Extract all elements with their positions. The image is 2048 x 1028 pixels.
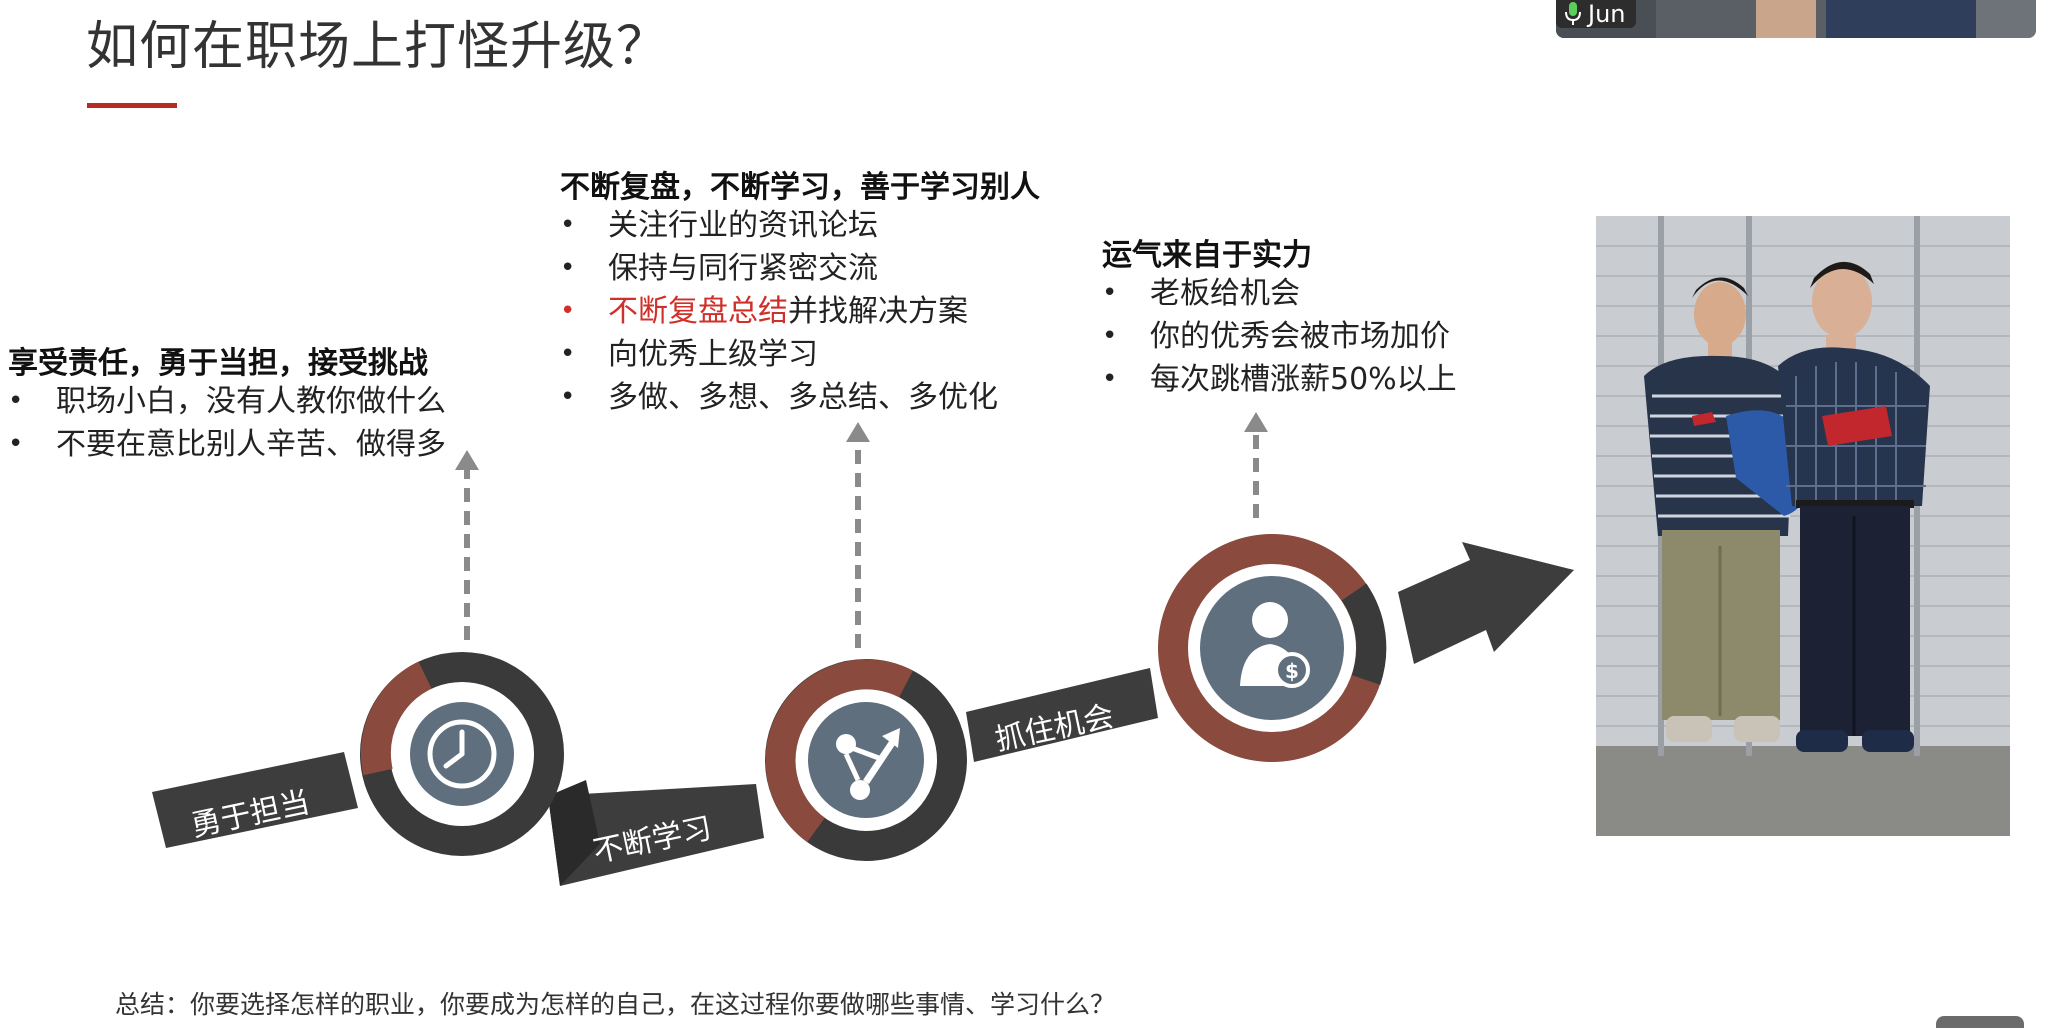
photo-illustration: [1596, 216, 2010, 836]
dashed-arrow-2: [846, 422, 870, 648]
path-segment-1: [152, 752, 358, 848]
slide-title: 如何在职场上打怪升级？: [86, 17, 670, 77]
participant-video-tile[interactable]: Jun: [1556, 0, 2036, 38]
section1-heading: 享受责任，勇于当担，接受挑战: [8, 346, 428, 381]
list-item: 关注行业的资讯论坛: [560, 204, 998, 247]
list-item: 保持与同行紧密交流: [560, 247, 998, 290]
list-item: 老板给机会: [1102, 272, 1457, 315]
dashed-arrow-3: [1244, 412, 1268, 518]
title-underline: [87, 103, 177, 108]
participant-video-feed: [1556, 0, 2036, 38]
highlight-rest-text: 并找解决方案: [788, 294, 968, 329]
list-item: 不要在意比别人辛苦、做得多: [8, 423, 446, 466]
step2-circle: [765, 659, 967, 861]
list-item: 你的优秀会被市场加价: [1102, 315, 1457, 358]
list-item-highlighted: 不断复盘总结并找解决方案: [560, 290, 998, 333]
highlight-red-text: 不断复盘总结: [608, 294, 788, 329]
list-item: 每次跳槽涨薪50%以上: [1102, 358, 1457, 401]
microphone-icon: [1565, 2, 1581, 25]
section2-bullets: 关注行业的资讯论坛 保持与同行紧密交流 不断复盘总结并找解决方案 向优秀上级学习…: [560, 204, 998, 419]
participant-name: Jun: [1588, 0, 1626, 28]
path-arrow: [1398, 542, 1574, 664]
toolbar-toggle-button[interactable]: [1936, 1016, 2024, 1028]
dashed-arrow-1: [455, 450, 479, 640]
section1-bullets: 职场小白，没有人教你做什么 不要在意比别人辛苦、做得多: [8, 380, 446, 466]
person-money-icon: $: [1240, 602, 1310, 688]
svg-text:$: $: [1285, 659, 1299, 683]
section2-heading: 不断复盘，不断学习，善于学习别人: [560, 170, 1040, 205]
clock-icon: [427, 719, 497, 789]
list-item: 向优秀上级学习: [560, 333, 998, 376]
participant-name-badge: Jun: [1556, 0, 1636, 28]
photo-two-people: [1596, 216, 2010, 836]
path-segment-2-fold: [548, 780, 600, 886]
path-segment-2: [548, 784, 764, 886]
list-item: 职场小白，没有人教你做什么: [8, 380, 446, 423]
summary-text: 总结：你要选择怎样的职业，你要成为怎样的自己，在这过程你要做哪些事情、学习什么？: [115, 990, 1116, 1019]
list-item: 多做、多想、多总结、多优化: [560, 376, 998, 419]
path-segment-3: [966, 668, 1158, 762]
section3-heading: 运气来自于实力: [1102, 238, 1312, 273]
section3-bullets: 老板给机会 你的优秀会被市场加价 每次跳槽涨薪50%以上: [1102, 272, 1457, 401]
growth-arrow-icon: [836, 728, 900, 800]
